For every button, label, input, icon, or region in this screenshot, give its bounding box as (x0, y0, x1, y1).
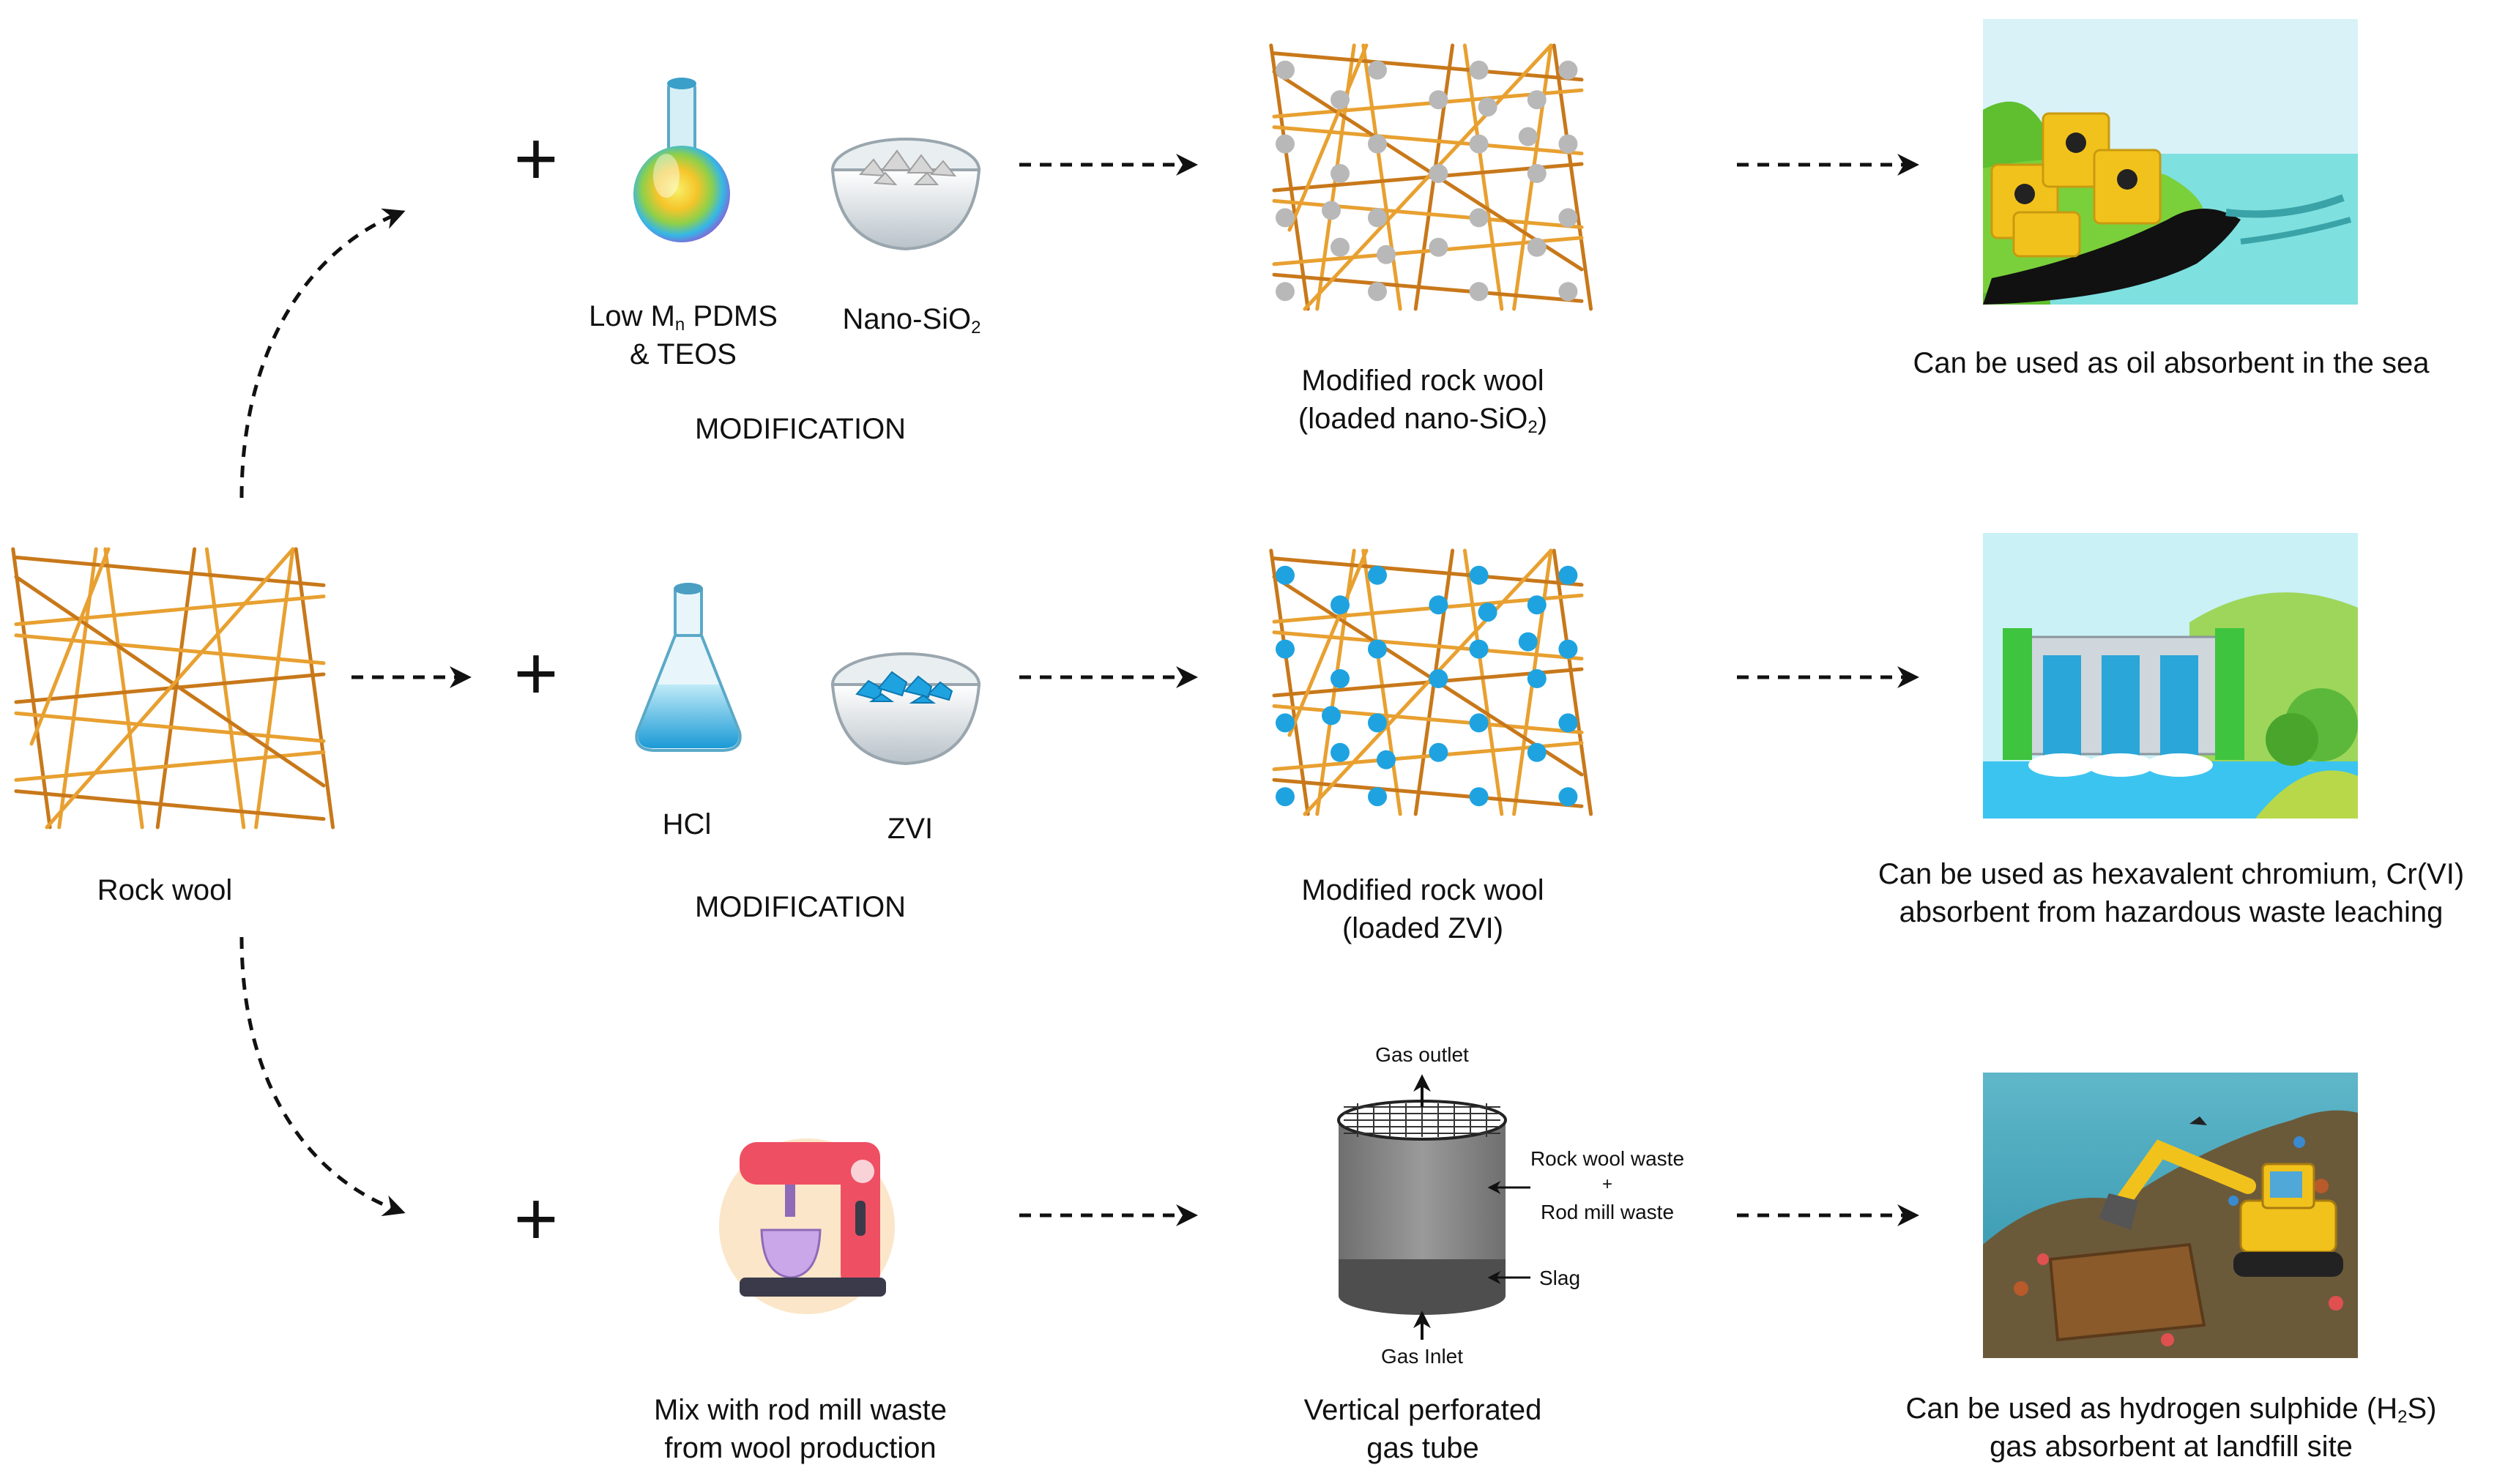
plus-sign-bottom: + (514, 1177, 559, 1261)
zvi-bead (1377, 750, 1396, 769)
rock-wool-label: Rock wool (97, 874, 233, 906)
silica-bead (1368, 60, 1387, 80)
silica-bead (1368, 208, 1387, 228)
flow-arrows (239, 154, 1919, 1226)
silica-bead (1469, 134, 1489, 154)
silica-bead (1469, 60, 1489, 80)
silica-bead (1469, 208, 1489, 228)
top-reagent1-label: Low Mn PDMS & TEOS (589, 300, 778, 370)
rainbow-flask-icon (633, 78, 730, 242)
silica-bead (1322, 201, 1341, 220)
zvi-bead (1429, 742, 1448, 762)
stand-mixer-icon (719, 1138, 895, 1314)
silica-bead (1527, 164, 1547, 183)
silica-bead (1518, 127, 1538, 146)
silica-bead (1429, 164, 1448, 183)
bottom-application-label: Can be used as hydrogen sulphide (H2S) g… (1905, 1392, 2437, 1463)
zvi-bead (1527, 742, 1547, 762)
zvi-bowl-icon (830, 652, 981, 766)
arrow-rockwool-to-top (239, 208, 406, 499)
tube-gas-outlet-label: Gas outlet (1375, 1043, 1469, 1066)
silica-bead (1368, 134, 1387, 154)
plus-sign-top: + (514, 116, 559, 201)
silica-bead (1558, 208, 1578, 228)
zvi-bead (1429, 669, 1448, 688)
modified-rock-wool-zvi-mesh (1269, 548, 1593, 816)
arrow-rockwool-to-bottom (239, 936, 406, 1217)
silica-bead (1276, 60, 1295, 80)
middle-reagent2-label: ZVI (887, 813, 934, 845)
silica-bead (1558, 134, 1578, 154)
zvi-bead (1331, 595, 1350, 615)
silica-bead (1276, 208, 1295, 228)
middle-application-label: Can be used as hexavalent chromium, Cr(V… (1878, 858, 2465, 928)
zvi-bead (1331, 742, 1350, 762)
zvi-bead (1469, 713, 1489, 733)
middle-modification-label: MODIFICATION (694, 891, 907, 923)
silica-bead (1377, 245, 1396, 264)
silica-bowl-icon (830, 138, 981, 251)
silica-bead (1331, 237, 1350, 257)
zvi-bead (1429, 595, 1448, 615)
zvi-bead (1469, 787, 1489, 807)
middle-reagent1-label: HCl (662, 808, 712, 840)
silica-bead (1276, 282, 1295, 302)
tube-rock-wool-waste-label: Rock wool waste (1530, 1147, 1684, 1170)
zvi-bead (1558, 639, 1578, 659)
silica-bead (1429, 237, 1448, 257)
rock-wool-fiber-mesh (11, 547, 335, 829)
zvi-bead (1518, 632, 1538, 652)
middle-product-label: Modified rock wool (loaded ZVI) (1301, 874, 1544, 944)
hcl-flask-icon (635, 583, 742, 752)
zvi-bead (1331, 669, 1350, 688)
zvi-bead (1558, 713, 1578, 733)
zvi-bead (1276, 713, 1295, 733)
silica-bead (1527, 237, 1547, 257)
silica-bead (1276, 134, 1295, 154)
bottom-product-label: Vertical perforated gas tube (1303, 1394, 1542, 1464)
zvi-bead (1276, 565, 1295, 585)
tube-slag-label: Slag (1539, 1267, 1580, 1289)
zvi-bead (1527, 595, 1547, 615)
silica-bead (1558, 60, 1578, 80)
tube-plus-label: + (1602, 1174, 1612, 1194)
modified-rock-wool-silica-mesh (1269, 43, 1593, 311)
zvi-bead (1558, 787, 1578, 807)
perforated-gas-tube-icon (1337, 1074, 1530, 1340)
silica-bead (1331, 164, 1350, 183)
oil-spill-sea-scene (1983, 19, 2358, 305)
top-product-label: Modified rock wool (loaded nano-SiO2) (1298, 365, 1548, 437)
zvi-bead (1527, 669, 1547, 688)
silica-bead (1558, 282, 1578, 302)
bottom-process-label: Mix with rod mill waste from wool produc… (653, 1394, 948, 1464)
silica-bead (1331, 90, 1350, 110)
dam-leaching-scene (1983, 533, 2358, 819)
silica-bead (1527, 90, 1547, 110)
landfill-excavator-scene (1983, 1073, 2358, 1358)
tube-gas-inlet-label: Gas Inlet (1381, 1345, 1463, 1368)
zvi-bead (1368, 713, 1387, 733)
silica-bead (1469, 282, 1489, 302)
silica-bead (1368, 282, 1387, 302)
tube-rod-mill-waste-label: Rod mill waste (1541, 1201, 1674, 1223)
top-application-label: Can be used as oil absorbent in the sea (1913, 347, 2430, 379)
zvi-bead (1368, 787, 1387, 807)
zvi-bead (1478, 603, 1497, 622)
zvi-bead (1368, 639, 1387, 659)
zvi-bead (1276, 787, 1295, 807)
zvi-bead (1558, 565, 1578, 585)
top-modification-label: MODIFICATION (694, 413, 907, 445)
silica-bead (1429, 90, 1448, 110)
silica-bead (1478, 97, 1497, 117)
top-reagent2-label: Nano-SiO2 (842, 303, 981, 338)
zvi-bead (1469, 639, 1489, 659)
zvi-bead (1368, 565, 1387, 585)
plus-sign-middle: + (514, 631, 559, 716)
zvi-bead (1469, 565, 1489, 585)
zvi-bead (1322, 706, 1341, 726)
zvi-bead (1276, 639, 1295, 659)
